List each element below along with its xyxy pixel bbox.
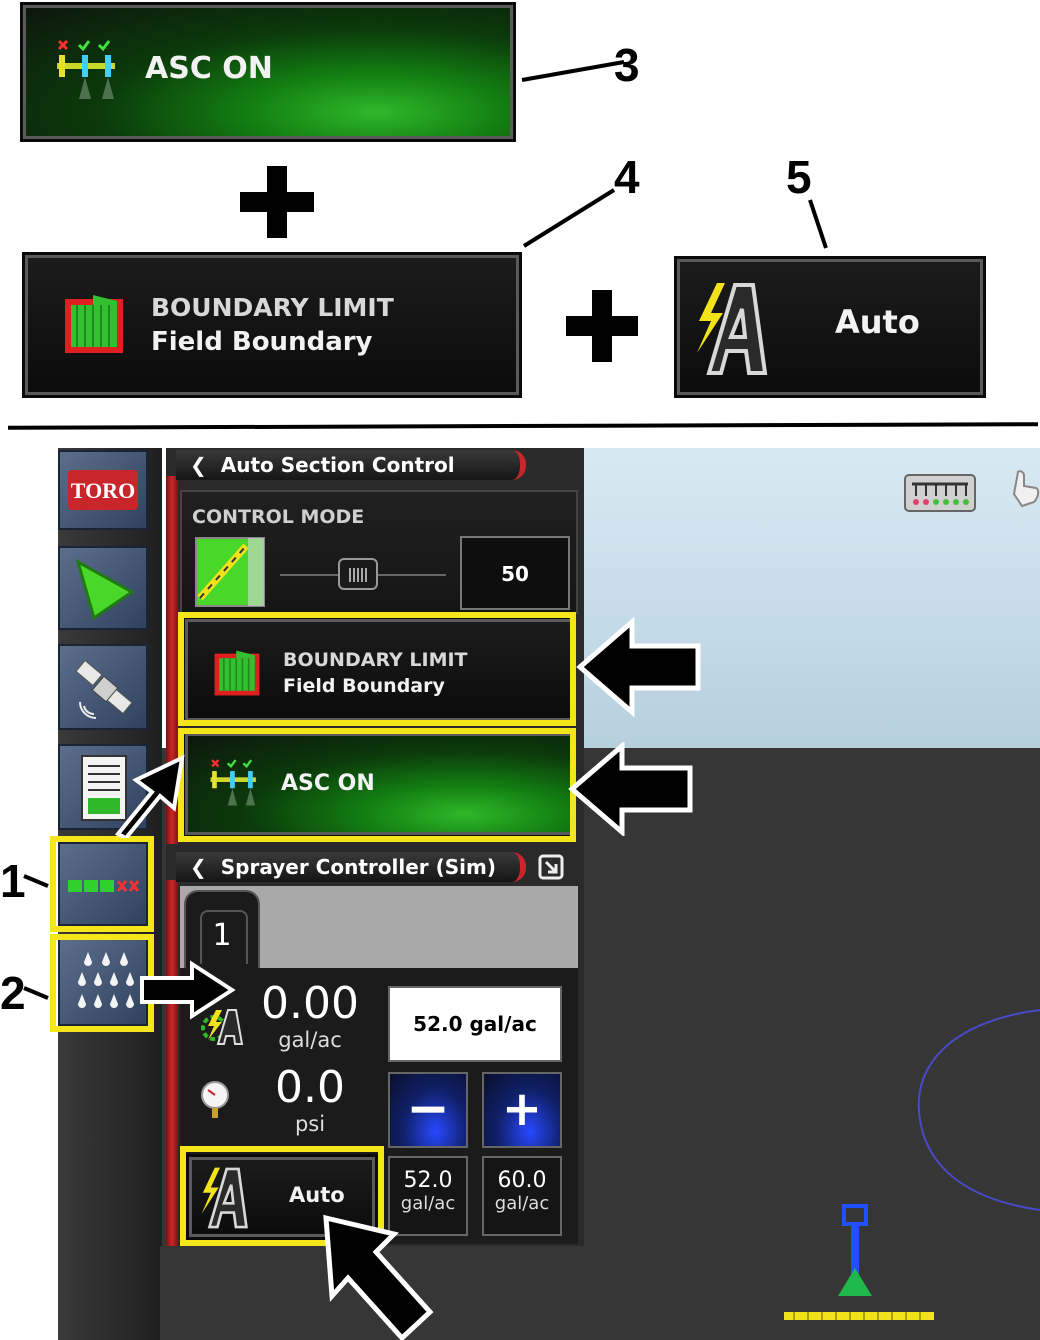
- asc-boom-icon-small: [210, 759, 256, 806]
- arrow-to-boundary-limit: [576, 616, 701, 718]
- callout-3: 3: [614, 39, 640, 91]
- asc-panel-header[interactable]: ❮ Auto Section Control: [176, 450, 526, 480]
- slider-handle[interactable]: [338, 558, 378, 590]
- field-boundary-path: [917, 1009, 1040, 1211]
- target-rate-field[interactable]: 52.0 gal/ac: [388, 986, 562, 1062]
- spray-drops-icon: [78, 952, 134, 1008]
- highlight-boundary-limit: [178, 612, 576, 726]
- plus-sign-2: [566, 290, 638, 362]
- preset-rate-1-value: 52.0: [403, 1168, 453, 1193]
- back-chevron-icon: ❮: [190, 453, 207, 477]
- sidebar-section-control-button[interactable]: [58, 842, 148, 926]
- boundary-limit-sub: Field Boundary: [283, 675, 445, 697]
- rate-auto-icon: [201, 1009, 244, 1045]
- asc-panel-red-edge: [166, 476, 178, 844]
- report-document-icon: [81, 755, 127, 821]
- expand-window-icon[interactable]: [538, 854, 564, 880]
- boundary-limit-button[interactable]: BOUNDARY LIMIT Field Boundary: [182, 616, 576, 724]
- sprayer-panel-title: Sprayer Controller (Sim): [220, 855, 496, 879]
- control-mode-icon[interactable]: [194, 536, 266, 608]
- increase-rate-button[interactable]: +: [482, 1072, 562, 1148]
- auto-a-icon: [697, 283, 768, 375]
- satellite-icon: [75, 659, 133, 719]
- sprayer-tab-label: 1: [212, 918, 232, 953]
- boundary-limit-title: BOUNDARY LIMIT: [283, 649, 468, 671]
- arrow-to-auto-mode: [323, 1214, 434, 1340]
- arrow-to-sprayer-panel: [140, 960, 236, 1020]
- highlight-auto-mode: [180, 1146, 384, 1246]
- arrow-to-asc-panel: [114, 754, 185, 838]
- legend-auto-label: Auto: [835, 303, 920, 341]
- callout-line-1: [23, 874, 49, 888]
- preset-rate-1-unit: gal/ac: [400, 1193, 456, 1214]
- asc-boom-icon: [57, 39, 115, 99]
- control-mode-value[interactable]: 50: [460, 536, 570, 610]
- legend-boundary-title: BOUNDARY LIMIT: [151, 293, 394, 322]
- control-mode-label: CONTROL MODE: [192, 506, 365, 528]
- preset-rate-1-button[interactable]: 52.0 gal/ac: [388, 1156, 468, 1236]
- highlight-asc-on: [178, 728, 576, 842]
- legend-boundary-limit-button: BOUNDARY LIMIT Field Boundary: [22, 252, 522, 398]
- section-bar-icon: [68, 880, 140, 892]
- highlight-section-control: [50, 836, 154, 932]
- decrease-rate-button[interactable]: −: [388, 1072, 468, 1148]
- callout-5: 5: [786, 151, 812, 203]
- toro-logo-text: TORO: [70, 478, 136, 503]
- preset-rate-2-button[interactable]: 60.0 gal/ac: [482, 1156, 562, 1236]
- pressure-gauge-icon: [201, 1081, 229, 1118]
- rate-unit: gal/ac: [278, 1028, 342, 1052]
- toro-logo: TORO: [68, 470, 138, 510]
- grip-icon: [349, 568, 367, 582]
- field-boundary-icon-small: [214, 650, 260, 696]
- callout-1: 1: [0, 855, 26, 907]
- plus-sign-1: [240, 166, 314, 238]
- callout-line-5: [808, 199, 828, 249]
- vehicle-icon: [784, 1204, 934, 1320]
- preset-rate-2-value: 60.0: [497, 1168, 547, 1193]
- sidebar-sprayer-button[interactable]: [58, 938, 148, 1026]
- legend-auto-button: Auto: [674, 256, 986, 398]
- legend-asc-on-button: ASC ON: [20, 2, 516, 142]
- plus-label: +: [501, 1081, 543, 1137]
- guidance-arrow-icon: [75, 558, 135, 620]
- callout-2: 2: [0, 967, 26, 1019]
- hand-pointer-icon[interactable]: [1010, 468, 1040, 508]
- control-mode-box: CONTROL MODE 50: [180, 490, 578, 614]
- callout-line-3: [521, 60, 625, 82]
- field-boundary-icon: [65, 295, 123, 353]
- legend-boundary-sub: Field Boundary: [151, 327, 373, 357]
- arrow-to-asc-on: [568, 742, 693, 836]
- auto-mode-label: Auto: [289, 1183, 345, 1207]
- section-status-icon[interactable]: [904, 474, 976, 512]
- sidebar-gps-button[interactable]: [58, 644, 148, 730]
- asc-on-label: ASC ON: [281, 771, 375, 796]
- rate-value: 0.00: [261, 978, 359, 1029]
- pressure-unit: psi: [294, 1112, 326, 1136]
- callout-line-4: [522, 188, 616, 248]
- auto-a-icon-small: [201, 1167, 248, 1229]
- target-rate-text: 52.0 gal/ac: [413, 1012, 537, 1036]
- pressure-value: 0.0: [275, 1062, 345, 1113]
- sprayer-tab-inner: [200, 910, 248, 964]
- preset-rate-2-unit: gal/ac: [494, 1193, 550, 1214]
- asc-panel-title: Auto Section Control: [220, 453, 455, 477]
- sprayer-panel-red-edge: [166, 880, 178, 1246]
- back-chevron-icon-2: ❮: [190, 855, 207, 879]
- separator-line: [7, 422, 1039, 430]
- callout-line-2: [23, 986, 49, 1000]
- sidebar-toro-button[interactable]: TORO: [58, 450, 148, 530]
- minus-label: −: [406, 1079, 450, 1139]
- legend-asc-label: ASC ON: [145, 51, 273, 86]
- sidebar-guidance-button[interactable]: [58, 546, 148, 630]
- callout-4: 4: [614, 151, 640, 203]
- sprayer-panel-header[interactable]: ❮ Sprayer Controller (Sim): [176, 852, 526, 882]
- control-mode-value-text: 50: [501, 562, 529, 586]
